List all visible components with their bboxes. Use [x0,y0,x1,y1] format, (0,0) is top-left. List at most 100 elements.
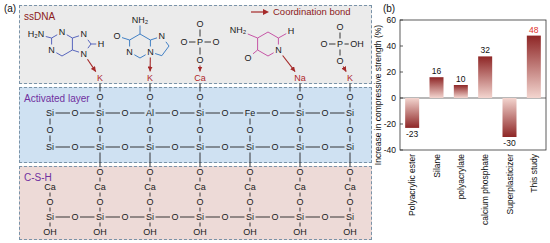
chemical-bond [50,193,51,197]
chemical-bond [46,37,52,39]
legend-arrow-swatch [250,7,270,17]
chemical-bond [300,136,301,142]
chemical-bond [91,44,96,45]
atom-label: O [221,213,228,222]
chemical-bond [300,153,301,167]
atom-label: O [46,198,53,207]
chemical-bond [200,178,201,182]
metal-ion-label: K [347,74,353,83]
atom-label: O [96,126,103,135]
chemical-bond [253,50,258,54]
chemical-bond [230,113,243,114]
atom-label: Si [46,109,54,118]
axis-tick [400,124,403,125]
atom-label: Ca [344,183,356,192]
atom-label: OH [143,228,157,237]
atom-label: Si [346,109,354,118]
tick-label: 0 [391,94,396,103]
coordination-arrow [87,59,95,71]
chemical-bond [230,217,244,218]
chemical-bond [258,50,268,56]
atom-label: O [336,57,343,66]
chemical-bond [200,193,201,197]
atom-label: O [113,32,120,41]
band-heading: Activated layer [24,93,90,104]
chemical-bond [88,44,91,48]
atom-label: O [96,198,103,207]
chemical-bond [156,113,170,114]
chemical-bond [100,84,101,92]
atom-label: Si [246,213,254,222]
atom-label: Si [96,213,104,222]
category-label: calcium phosphate [481,154,490,225]
chemical-bond [268,32,278,38]
chemical-bond [250,193,251,197]
chemical-bond [200,153,201,167]
atom-label: H [288,27,295,36]
atom-label: O [271,109,278,118]
category-label: polyacrylate [457,154,466,199]
chemical-bond [250,153,251,167]
atom-label: N [59,28,66,37]
chemical-bond [72,50,79,52]
bar [503,98,517,137]
chemical-bond [280,147,294,148]
bar [527,36,541,98]
metal-ion-label: Ca [194,74,206,83]
chemical-bond [130,147,144,148]
chemical-bond [100,136,101,142]
chemical-bond [150,208,151,212]
atom-label: O [71,109,78,118]
chemical-bond [280,217,294,218]
tick-label: -20 [384,120,396,129]
axis-tick [400,46,403,47]
value-label: -23 [406,130,418,139]
chemical-bond [248,34,258,38]
atom-label: Si [46,143,54,152]
atom-label: O [246,168,253,177]
atom-label: O [221,109,228,118]
chemical-bond [50,208,51,212]
atom-label: O [146,93,153,102]
chemical-bond [106,147,120,148]
atom-label: O [320,40,327,49]
chemical-bond [280,113,294,114]
chemical-bond [300,119,301,125]
tick-label: 40 [387,42,396,51]
atom-label: Ca [144,183,156,192]
chemical-bond [268,53,274,56]
category-label: Silane [432,154,441,178]
legend-text: Coordination bond [273,6,351,17]
chemical-bond [180,147,194,148]
atom-label: N [159,32,166,41]
chemical-bond [256,147,270,148]
chemical-bond [250,208,251,212]
axis-tick [400,20,403,21]
chemical-bond [350,103,351,108]
atom-label: Si [296,143,304,152]
chemical-bond [350,208,351,212]
chemical-bond [330,147,344,148]
atom-label: O [171,143,178,152]
chemical-bond [100,103,101,108]
chemical-bond [350,84,351,92]
category-label: Polyacrylic ester [408,154,417,216]
atom-label: O [121,213,128,222]
chemical-bond [350,178,351,182]
chemical-bond [330,113,344,114]
atom-label: Si [196,213,204,222]
chemical-bond [278,34,286,38]
metal-ion-label: K [97,74,103,83]
chemical-bond [200,119,201,125]
atom-label: Si [96,143,104,152]
chemical-bond [206,217,220,218]
tick-label: -40 [384,146,396,155]
atom-label: O [321,213,328,222]
chemical-bond [180,217,194,218]
chemical-bond [122,38,130,40]
chemical-bond [300,84,301,92]
chemical-bond [205,42,211,43]
chemical-bond [156,217,170,218]
chemical-bond [200,136,201,142]
chemical-bond [80,217,94,218]
